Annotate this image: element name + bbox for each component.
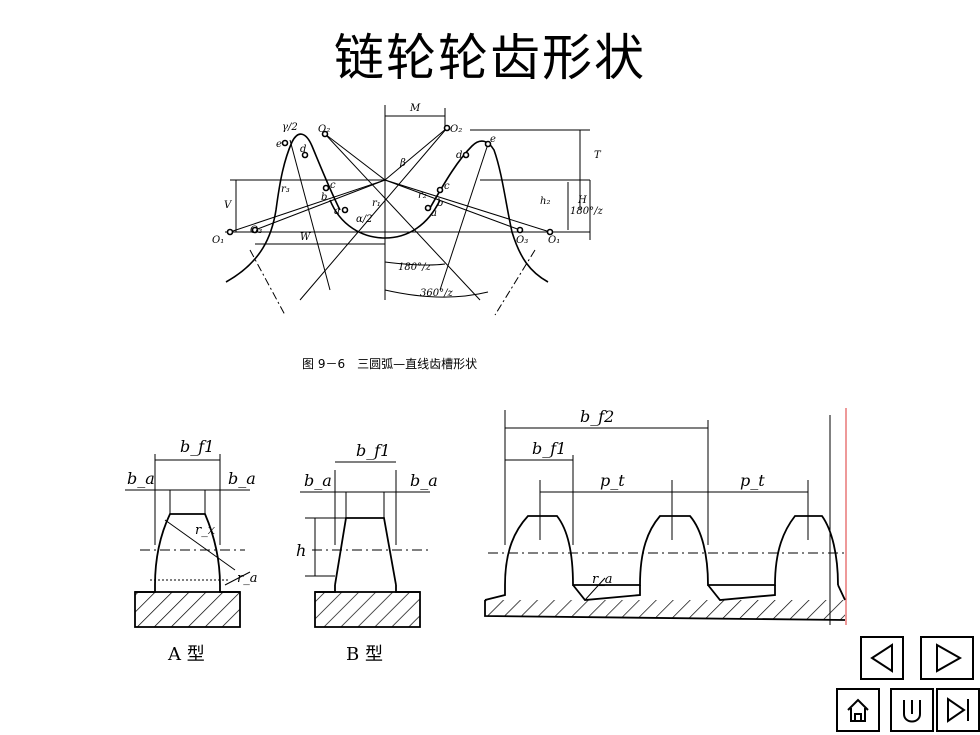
- label-360z: 360°/z: [420, 288, 453, 299]
- label-beta: β: [399, 158, 406, 169]
- label-ba-a-left: b_a: [127, 469, 155, 488]
- label-180z: 180°/z: [398, 262, 431, 273]
- label-180z-right: 180°/z: [570, 206, 603, 217]
- label-ra-a: r_a: [237, 571, 257, 586]
- label-o1-right: O₁: [548, 235, 560, 246]
- label-gamma-half: γ/2: [282, 122, 298, 133]
- profile-b-tooth: [334, 517, 397, 586]
- figure-caption: 图 9－6 三圆弧—直线齿槽形状: [302, 357, 478, 371]
- profile-a-caption: A 型: [168, 644, 205, 665]
- label-rx: r_x: [195, 523, 216, 538]
- label-pt-2: p_t: [740, 471, 765, 490]
- label-o2-right: O₂: [450, 124, 462, 135]
- label-W: W: [300, 232, 311, 243]
- label-e-right: e: [490, 134, 496, 145]
- last-slide-button[interactable]: [936, 688, 980, 732]
- label-b-right: b: [437, 198, 443, 209]
- label-pt-1: p_t: [600, 471, 625, 490]
- label-bf1-a: b_f1: [180, 437, 214, 456]
- next-slide-button[interactable]: [920, 636, 974, 680]
- label-o1-left: O₁: [212, 235, 224, 246]
- last-page-icon: [947, 697, 969, 723]
- label-a-left: a: [334, 206, 340, 217]
- label-a-right: a: [431, 208, 437, 219]
- label-alpha-half: α/2: [356, 214, 372, 225]
- home-icon: [847, 698, 869, 722]
- label-e-left: e: [276, 139, 282, 150]
- label-r1: r₁: [372, 198, 381, 209]
- label-ra-strip: r_a: [592, 572, 612, 587]
- label-d-left: d: [300, 144, 306, 155]
- left-tooth-outline: [225, 133, 341, 283]
- profile-b-caption: B 型: [346, 644, 383, 665]
- return-button[interactable]: [890, 688, 934, 732]
- label-bf1-b: b_f1: [356, 441, 390, 460]
- label-ba-b-left: b_a: [304, 471, 332, 490]
- right-tooth-outline: [429, 140, 549, 283]
- profile-a-tooth: [154, 513, 221, 586]
- label-T: T: [594, 150, 602, 161]
- prev-slide-button[interactable]: [860, 636, 904, 680]
- label-d-right: d: [456, 150, 462, 161]
- slide-title: 链轮轮齿形状: [334, 29, 646, 87]
- label-o3-left: O₃: [250, 225, 262, 236]
- label-ba-a-right: b_a: [228, 469, 256, 488]
- label-M: M: [409, 103, 421, 114]
- label-o2-left: O₂: [318, 124, 330, 135]
- u-turn-icon: [903, 700, 921, 723]
- label-H: H: [577, 195, 587, 206]
- label-h2: h₂: [540, 196, 550, 207]
- label-bf2: b_f2: [580, 407, 614, 426]
- label-b-left: b: [321, 192, 327, 203]
- label-r3: r₃: [281, 184, 290, 195]
- label-r2: r₂: [418, 190, 427, 201]
- label-ba-b-right: b_a: [410, 471, 438, 490]
- label-h: h: [296, 541, 306, 560]
- home-button[interactable]: [836, 688, 880, 732]
- label-c-right: c: [444, 181, 450, 192]
- label-V: V: [224, 200, 233, 211]
- label-o3-right: O₃: [516, 235, 528, 246]
- triangle-left-icon: [870, 643, 893, 673]
- label-c-left: c: [330, 180, 336, 191]
- tooth-row-profile: [504, 515, 839, 586]
- label-bf1-strip: b_f1: [532, 439, 566, 458]
- triangle-right-icon: [936, 643, 963, 673]
